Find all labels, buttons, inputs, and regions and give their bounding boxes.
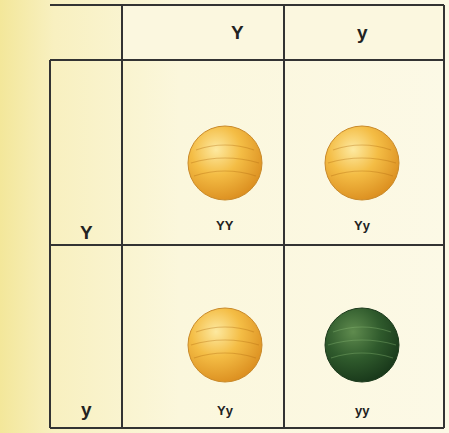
- allele-header: Y: [80, 222, 93, 244]
- genotype-label: Yy: [217, 403, 233, 418]
- genotype-label: yy: [355, 403, 369, 418]
- allele-header: Y: [231, 22, 244, 44]
- allele-header: y: [81, 399, 92, 421]
- grid-lines: [50, 5, 444, 428]
- seed-texture: [191, 145, 396, 358]
- allele-header: y: [357, 22, 368, 44]
- genotype-label: YY: [216, 218, 233, 233]
- genotype-label: Yy: [354, 218, 370, 233]
- pea-seed: [188, 126, 399, 382]
